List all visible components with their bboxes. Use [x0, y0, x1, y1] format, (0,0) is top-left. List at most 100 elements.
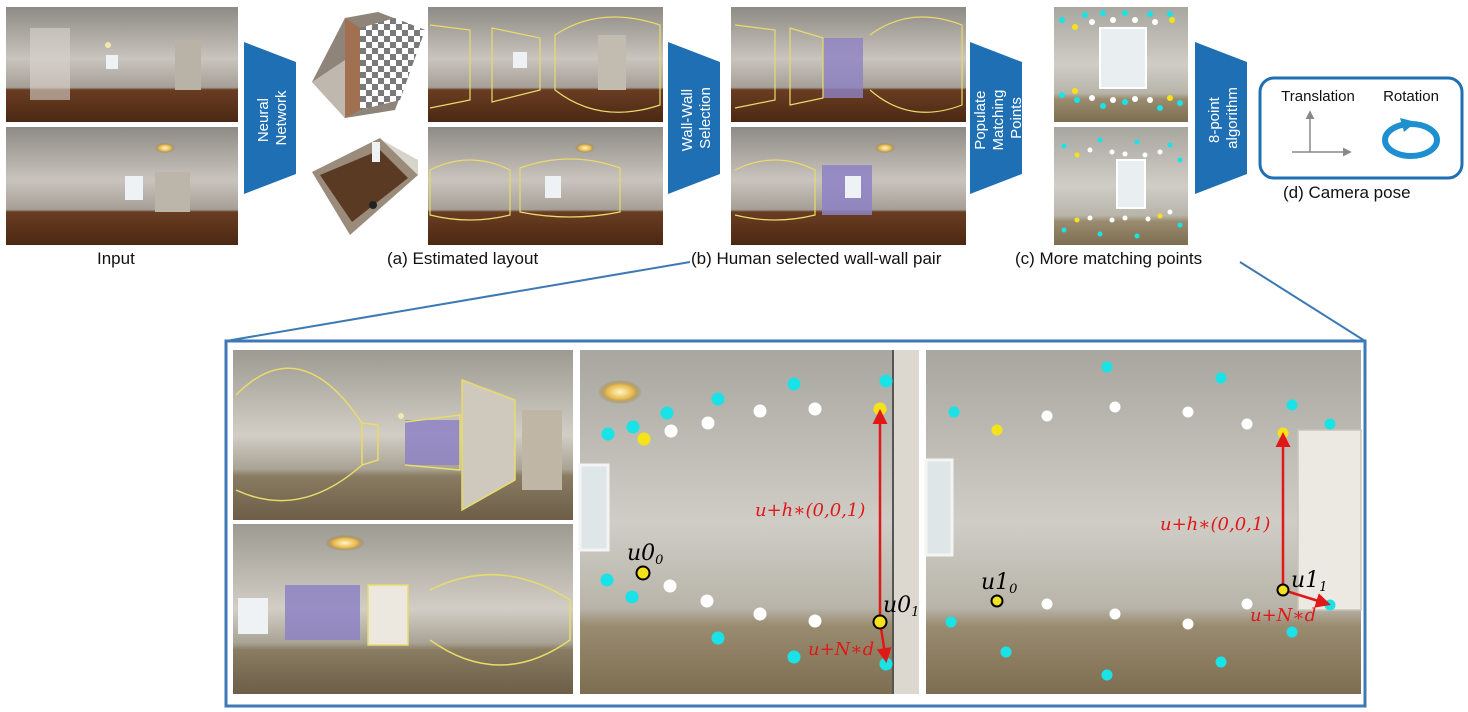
- rotation-label: Rotation: [1383, 88, 1439, 105]
- caption-matching-points: (c) More matching points: [1015, 249, 1203, 268]
- neural-network-label: Neural Network: [255, 90, 290, 146]
- detail-panorama-top: [233, 350, 573, 520]
- matching-point-dot: [1087, 215, 1093, 221]
- layout-3d-bottom: [312, 138, 418, 235]
- matching-point-dot: [1061, 227, 1067, 233]
- matching-point-dot: [808, 614, 822, 628]
- matching-point-dot: [1241, 598, 1253, 610]
- label-u00: u00: [627, 541, 663, 568]
- matching-point-dot: [1074, 217, 1080, 223]
- label-normal-vector-right: u+N∗d: [1250, 605, 1316, 626]
- matching-point-dot: [1147, 11, 1153, 17]
- matching-point-dot: [1122, 99, 1128, 105]
- matching-point-dot: [1182, 406, 1194, 418]
- normal-vector-right: [1282, 588, 1331, 608]
- matching-point-dot: [1089, 95, 1095, 101]
- matching-point-dot: [1167, 11, 1173, 17]
- label-u10: u10: [981, 570, 1017, 597]
- label-u01: u01: [883, 593, 919, 620]
- estimated-layout-top: [428, 7, 663, 122]
- wall-selection-arrow: [668, 42, 720, 194]
- caption-input: Input: [97, 249, 135, 268]
- matching-point-dot: [1157, 149, 1163, 155]
- matching-point-dot: [1059, 17, 1065, 23]
- matching-point-dot: [1169, 17, 1175, 23]
- label-u11: u11: [1291, 568, 1327, 595]
- matching-point-dot: [1157, 105, 1163, 111]
- matching-point-dot: [1167, 142, 1173, 148]
- matching-point-dot: [660, 406, 674, 420]
- matching-point-dot: [1286, 626, 1298, 638]
- matching-point-dot: [700, 594, 714, 608]
- matching-point-dot: [1087, 147, 1093, 153]
- matching-point-dot: [1145, 216, 1151, 222]
- matching-point-dot: [1097, 231, 1103, 237]
- wall-pair-top: [731, 7, 966, 122]
- matching-point-dot: [1072, 24, 1078, 30]
- wall-pair-bottom: [731, 127, 966, 245]
- matching-point-dot: [637, 432, 651, 446]
- matching-point-dot: [1074, 97, 1080, 103]
- matching-point-dot: [1089, 19, 1095, 25]
- translation-label: Translation: [1281, 88, 1355, 105]
- matching-point-dot: [664, 424, 678, 438]
- populate-arrow: [970, 42, 1022, 194]
- matching-point-dot: [1241, 418, 1253, 430]
- matching-point-dot: [1074, 152, 1080, 158]
- matching-point-dot: [948, 406, 960, 418]
- matching-point-dot: [945, 616, 957, 628]
- matching-point-dot: [1082, 12, 1088, 18]
- matching-point-dot: [1182, 618, 1194, 630]
- matching-point-dot: [1177, 222, 1183, 228]
- matching-point-dot: [626, 420, 640, 434]
- closeup-left-view: [578, 350, 919, 694]
- matching-point-dot: [1101, 669, 1113, 681]
- matching-point-dot: [1109, 401, 1121, 413]
- matching-points-bottom: [1054, 127, 1188, 245]
- matching-point-dot: [625, 590, 639, 604]
- matching-point-dot: [1132, 17, 1138, 23]
- matching-point-dot: [1134, 139, 1140, 145]
- matching-point-dot: [787, 377, 801, 391]
- matching-points-top: [1054, 7, 1188, 122]
- matching-point-dot: [711, 392, 725, 406]
- selected-points: [635, 565, 1290, 630]
- zoom-line-left: [225, 261, 691, 342]
- matching-point-dot: [601, 427, 615, 441]
- matching-point-dot: [1072, 88, 1078, 94]
- rotation-icon: [1382, 118, 1440, 159]
- input-panorama-top: [6, 7, 238, 122]
- closeup-right-view: [924, 350, 1362, 694]
- label-height-vector-right: u+h∗(0,0,1): [1160, 514, 1270, 535]
- matching-point-dot: [1122, 151, 1128, 157]
- input-panorama-bottom: [6, 127, 238, 245]
- matching-point-dot: [1147, 97, 1153, 103]
- matching-point-dot: [1101, 361, 1113, 373]
- matching-point-dot: [991, 424, 1003, 436]
- detail-panorama-bottom: [233, 524, 573, 694]
- matching-point-dot: [1134, 233, 1140, 239]
- matching-point-dot: [1097, 137, 1103, 143]
- matching-point-dot: [1324, 599, 1336, 611]
- matching-point-dot: [1142, 152, 1148, 158]
- label-normal-vector-left: u+N∗d: [808, 639, 874, 660]
- label-height-vector-left: u+h∗(0,0,1): [755, 500, 865, 521]
- matching-point-dot: [1167, 95, 1173, 101]
- estimated-layout-bottom: [428, 127, 663, 245]
- matching-point-dot: [808, 402, 822, 416]
- matching-point-dot: [1110, 17, 1116, 23]
- matching-point-dot: [701, 416, 715, 430]
- eight-point-label: 8-point algorithm: [1206, 87, 1241, 149]
- matching-point-dot: [1132, 96, 1138, 102]
- matching-point-dot: [1110, 97, 1116, 103]
- matching-point-dot: [1157, 213, 1163, 219]
- zoom-line-right: [1239, 261, 1366, 342]
- matching-point-dot: [787, 650, 801, 664]
- matching-point-dot: [879, 374, 893, 388]
- caption-estimated-layout: (a) Estimated layout: [387, 249, 539, 268]
- matching-point-dot: [1177, 157, 1183, 163]
- matching-point-dot: [663, 579, 677, 593]
- matching-point-dot: [1109, 217, 1115, 223]
- matching-point-dot: [1286, 399, 1298, 411]
